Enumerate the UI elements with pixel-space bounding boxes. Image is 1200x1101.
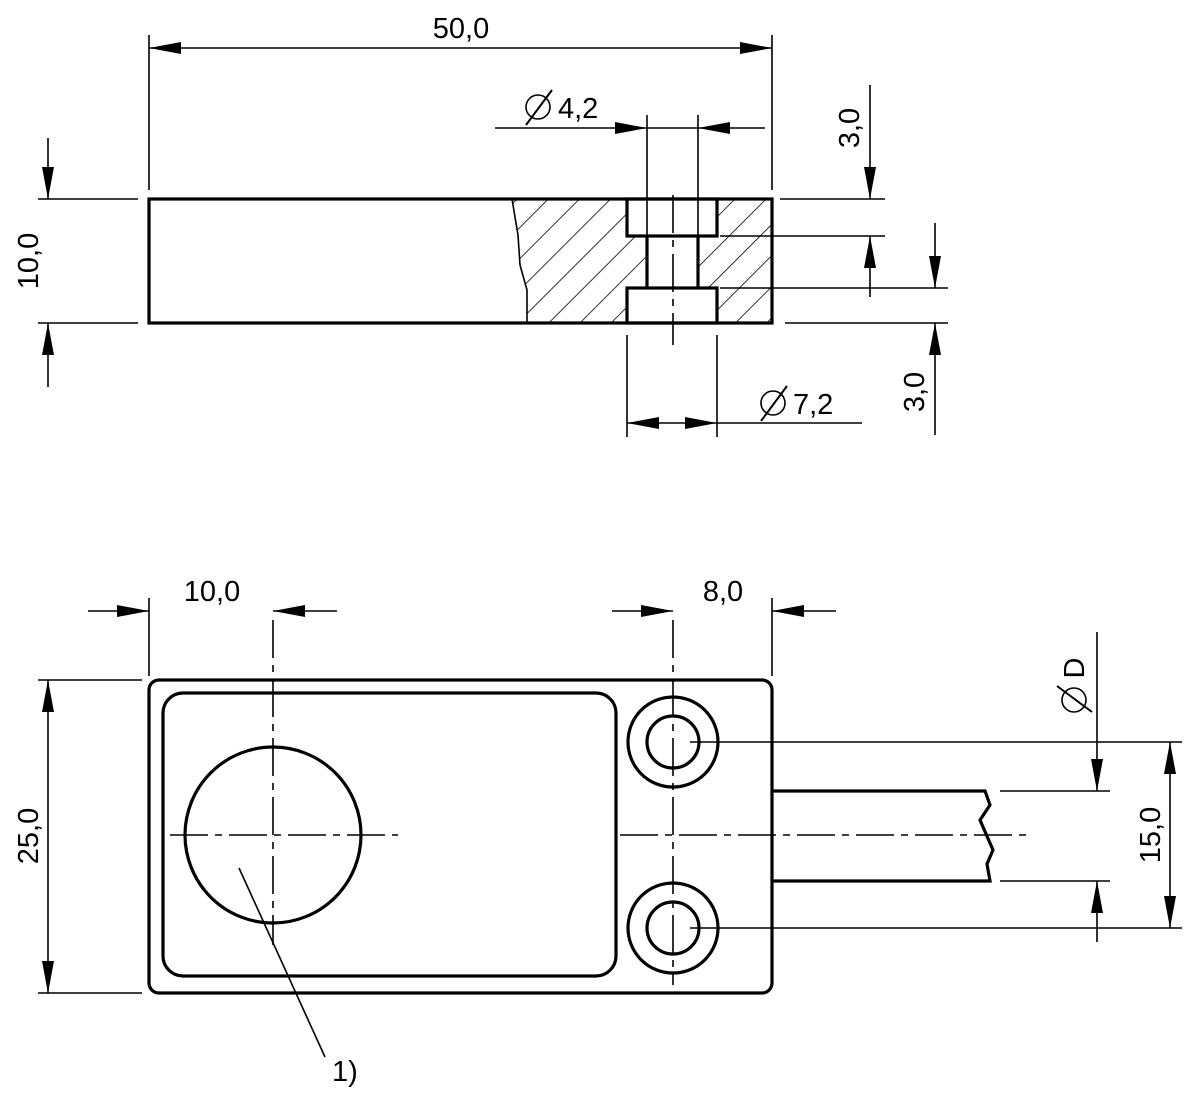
side-view: 50,0 4,2 10,0 3,0 3,0: [13, 13, 948, 437]
dim-height: 10,0: [13, 233, 45, 289]
callout-label: 1): [332, 1056, 358, 1088]
arrowhead: [42, 680, 54, 712]
arrowhead: [42, 323, 54, 355]
arrowhead: [149, 42, 181, 54]
diameter-symbol-icon: [525, 89, 553, 126]
arrowhead: [740, 42, 772, 54]
arrowhead: [117, 605, 149, 617]
arrowhead: [929, 323, 941, 355]
sensor-body-side: [147, 197, 774, 325]
arrowhead: [772, 605, 804, 617]
diameter-symbol-icon: [760, 385, 788, 422]
arrowhead: [864, 167, 876, 199]
arrowhead: [864, 236, 876, 268]
arrowhead: [273, 605, 305, 617]
sensor-body-front: [147, 678, 774, 995]
arrowhead: [627, 417, 659, 429]
section-hatch-right: [698, 199, 772, 323]
dim-cable-diameter: D: [1059, 658, 1091, 679]
arrowhead: [698, 122, 730, 134]
dim-bore-large: 7,2: [793, 389, 833, 421]
arrowhead: [641, 605, 673, 617]
arrowhead: [1091, 881, 1103, 913]
dim-counterbore-top: 3,0: [834, 108, 866, 148]
dim-width: 25,0: [13, 808, 45, 864]
arrowhead: [685, 417, 717, 429]
arrowhead: [1091, 759, 1103, 791]
dim-bore-small: 4,2: [558, 93, 598, 125]
leader-line: [238, 867, 326, 1058]
counterbore-bottom: [625, 286, 719, 325]
break-line: [511, 198, 528, 323]
arrowhead: [1164, 896, 1176, 928]
cable: [772, 789, 995, 883]
dim-center-offset: 10,0: [184, 576, 240, 608]
arrowhead: [615, 122, 647, 134]
dim-overall-length: 50,0: [433, 13, 489, 45]
diameter-symbol-icon: [1056, 685, 1093, 713]
arrowhead: [1164, 742, 1176, 774]
dim-hole-spacing: 15,0: [1135, 807, 1167, 863]
dim-hole-offset: 8,0: [703, 576, 743, 608]
arrowhead: [42, 167, 54, 199]
arrowhead: [42, 961, 54, 993]
sensing-face: [161, 691, 618, 978]
section-hatch: [512, 199, 647, 323]
arrowhead: [929, 256, 941, 288]
front-view: 10,0 8,0 25,0 15,0 D: [13, 576, 1182, 1088]
dim-counterbore-bottom: 3,0: [899, 372, 931, 412]
counterbore-top: [625, 197, 719, 238]
